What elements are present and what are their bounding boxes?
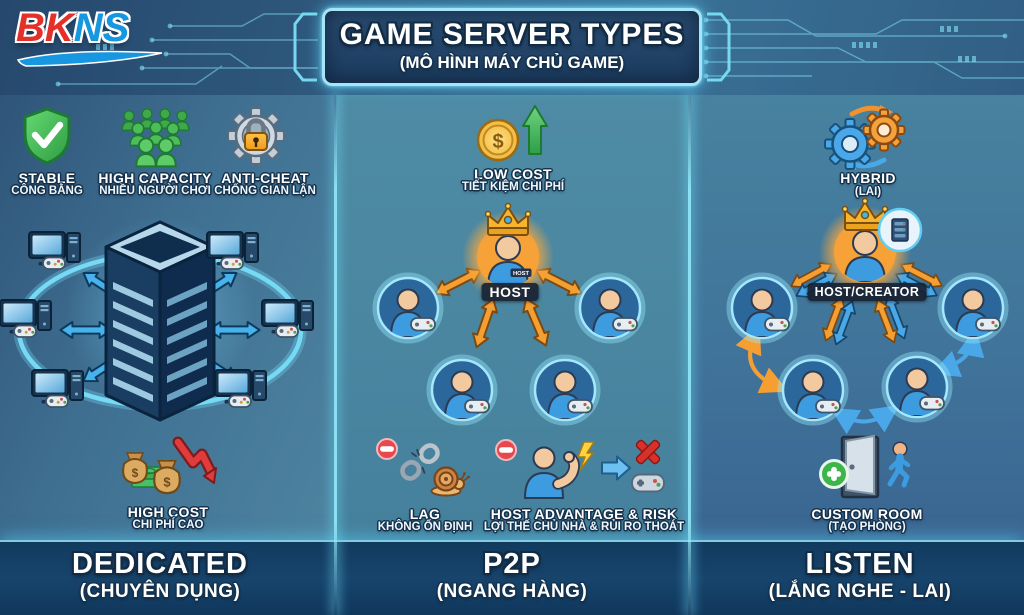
broken-chain-icon — [400, 443, 440, 481]
listen-benefit-label: HYBRID — [840, 170, 896, 186]
money-bag-icon: $ — [122, 452, 148, 485]
logo-part-red: BK — [16, 6, 74, 50]
p2p-hostrisk-sublabel: LỢI THẾ CHỦ NHÀ & RỦI RO THOÁT — [483, 521, 685, 533]
bkns-logo: BKNS — [16, 6, 129, 51]
down-trend-arrow-icon — [172, 436, 217, 484]
right-arrow-icon — [601, 455, 631, 481]
logo-swoosh — [16, 50, 163, 67]
listen-network-diagram — [690, 197, 1024, 435]
bottom-bar — [0, 540, 1024, 615]
footer-p2p-subtitle: (NGANG HÀNG) — [436, 581, 588, 602]
title-banner: GAME SERVER TYPES (MÔ HÌNH MÁY CHỦ GAME) — [322, 8, 702, 86]
orange-gear-icon — [862, 108, 906, 152]
feature-anticheat-sublabel: CHỐNG GIAN LẬN — [214, 185, 316, 197]
player-avatar — [375, 275, 441, 341]
listen-feature-sublabel: (TẠO PHÒNG) — [828, 521, 906, 533]
svg-text:$: $ — [163, 475, 171, 490]
host-avatar: HOST — [462, 202, 554, 303]
p2p-lag-label: LAG — [409, 506, 441, 522]
feature-capacity-label: HIGH CAPACITY — [98, 170, 212, 186]
door-icon — [840, 434, 880, 499]
player-avatar — [577, 275, 643, 341]
p2p-benefit-label: LOW COST — [474, 166, 552, 182]
gamepad-icon — [631, 473, 665, 493]
feature-capacity-sublabel: NHIỀU NGƯỜI CHƠI — [99, 185, 211, 197]
footer-p2p-title: P2P — [483, 548, 541, 580]
hybrid-gears-icon — [824, 105, 906, 170]
minus-circle-icon — [495, 439, 517, 461]
gear-lock-icon — [227, 107, 285, 165]
player-avatar — [729, 275, 795, 341]
circuit-pattern — [55, 13, 1024, 87]
banner-bracket-right — [707, 12, 731, 82]
server-bubble-icon — [877, 207, 923, 253]
crowd-icon — [121, 108, 190, 168]
p2p-benefit-sublabel: TIẾT KIỆM CHI PHÍ — [461, 181, 565, 193]
page-title: GAME SERVER TYPES — [339, 18, 685, 51]
snail-icon — [430, 466, 470, 497]
p2p-hostrisk-label: HOST ADVANTAGE & RISK — [490, 506, 678, 522]
walking-person-icon — [887, 441, 911, 488]
money-loss-icon: $ $ — [122, 436, 217, 495]
player-player-curved-arrows — [735, 325, 985, 435]
footer-dedicated-subtitle: (CHUYÊN DỤNG) — [79, 581, 241, 602]
p2p-lag-sublabel: KHÔNG ỔN ĐỊNH — [377, 521, 473, 533]
logo-part-blue: NS — [73, 6, 130, 50]
lightning-icon — [577, 441, 595, 471]
dedicated-drawback-sublabel: CHI PHÍ CAO — [132, 519, 204, 531]
feature-anticheat-label: ANTI-CHEAT — [221, 170, 309, 186]
coin-icon: $ — [476, 118, 520, 162]
shield-check-icon — [23, 107, 71, 165]
plus-circle-icon — [819, 459, 849, 489]
host-label: HOST — [481, 283, 539, 301]
column-divider-right — [688, 95, 691, 615]
host-chest-badge: HOST — [513, 271, 530, 277]
minus-circle-icon — [376, 438, 398, 460]
footer-dedicated-title: DEDICATED — [71, 548, 249, 580]
strong-host-icon — [523, 446, 580, 499]
host-creator-label: HOST/CREATOR — [807, 283, 927, 301]
banner-bracket-left — [293, 12, 317, 82]
feature-stable-label: STABLE — [18, 170, 76, 186]
coin-up-icon: $ — [476, 105, 548, 162]
svg-text:$: $ — [492, 131, 503, 153]
host-advantage-risk-icon — [495, 439, 665, 499]
up-arrow-icon — [522, 105, 548, 155]
listen-benefit-sublabel: (LAI) — [854, 186, 882, 198]
p2p-network-diagram: HOST — [336, 202, 690, 435]
crown-icon — [841, 197, 889, 231]
player-avatar — [940, 275, 1006, 341]
dedicated-drawback-label: HIGH COST — [127, 504, 209, 520]
feature-stable-sublabel: CÔNG BẰNG — [11, 185, 83, 197]
custom-room-icon — [819, 434, 911, 499]
server-tower-icon — [104, 220, 216, 422]
lag-icon — [376, 438, 470, 497]
crown-icon — [484, 202, 532, 236]
svg-text:$: $ — [132, 466, 139, 480]
x-mark-icon — [635, 439, 661, 465]
column-divider-left — [334, 95, 337, 615]
listen-feature-label: CUSTOM ROOM — [811, 506, 923, 522]
footer-listen-title: LISTEN — [805, 548, 915, 580]
page-subtitle: (MÔ HÌNH MÁY CHỦ GAME) — [399, 53, 625, 72]
player-avatar — [429, 357, 495, 423]
player-avatar — [884, 354, 950, 420]
money-bag-icon: $ — [153, 459, 181, 495]
blue-gear-icon — [824, 118, 876, 170]
footer-listen-subtitle: (LẮNG NGHE - LAI) — [768, 581, 952, 602]
player-avatar — [532, 357, 598, 423]
player-avatar — [780, 357, 846, 423]
dedicated-network-diagram — [0, 217, 314, 422]
